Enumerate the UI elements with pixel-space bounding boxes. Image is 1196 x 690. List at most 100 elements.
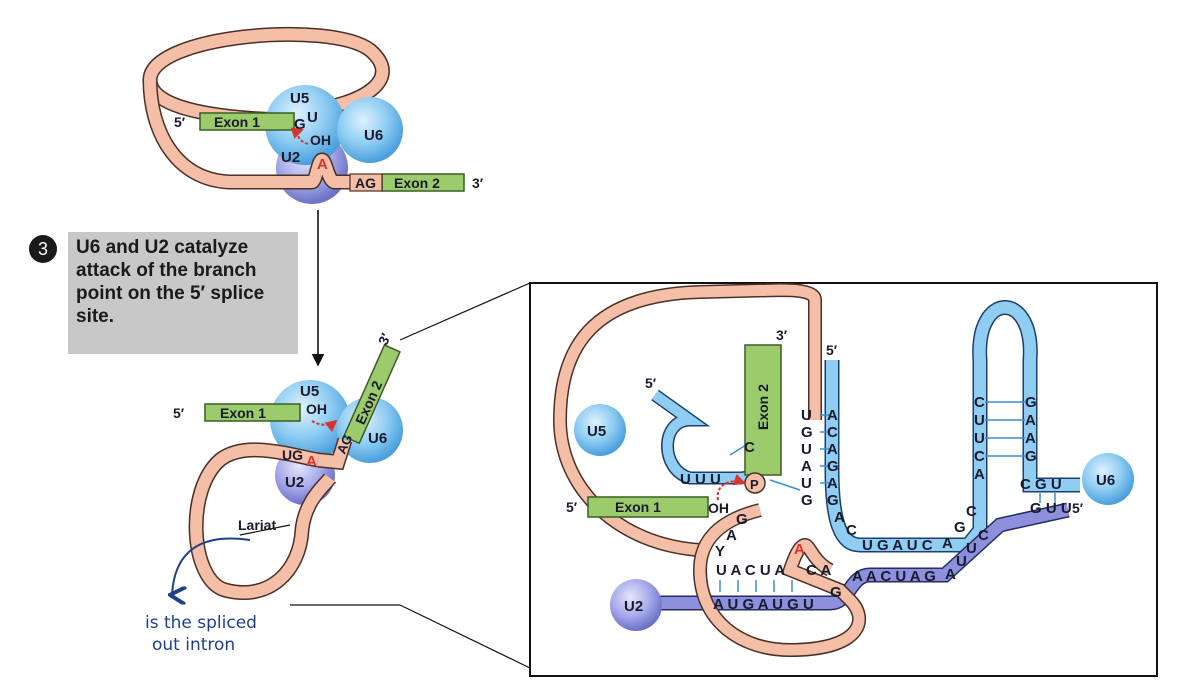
- exon2-mid: [342, 343, 401, 445]
- intron-g: G: [736, 511, 748, 528]
- u6-detail-label: U6: [1096, 472, 1115, 489]
- u6-stem-right-1: A: [1025, 412, 1036, 429]
- u6-col-2: A: [827, 441, 838, 458]
- intron-uacua: U A C U A: [716, 562, 785, 579]
- step-description: U6 and U2 catalyze attack of the branch …: [76, 237, 265, 327]
- detail-panel: P U5 U6 U2 Exon 1 Exon 2 OH 5′ 3′ 5′ 5′ …: [529, 282, 1158, 677]
- u6-mid: U G A U C: [862, 537, 933, 554]
- branch-a: A: [317, 156, 328, 173]
- u2-rise-0: A: [945, 566, 956, 583]
- exon2-label: Exon 2: [394, 175, 440, 191]
- u6-stem-right-3: G: [1025, 448, 1037, 465]
- five-prime-label: 5′: [174, 114, 186, 130]
- intron-col-2: U: [801, 441, 812, 458]
- u6-label: U6: [364, 127, 383, 144]
- u6-stem-left-3: C: [974, 448, 985, 465]
- five-prime-u6-bottom: 5′: [1072, 500, 1084, 516]
- u2-rise-3: C: [978, 527, 989, 544]
- u6-guu: G U U: [1030, 500, 1072, 517]
- u2-aacuag: A A C U A G: [852, 568, 936, 585]
- branch-a-mid: A: [306, 453, 317, 470]
- u6-rise-0: A: [942, 535, 953, 552]
- exon1-mid: [204, 403, 301, 422]
- u5-detail-label: U5: [587, 423, 606, 440]
- intron-y: Y: [715, 543, 725, 560]
- u2-row: A U G A U G U: [713, 596, 814, 613]
- u6-stem-left-4: A: [974, 466, 985, 483]
- oh-label: OH: [310, 132, 331, 148]
- exon1-mid-label: Exon 1: [220, 405, 266, 421]
- five-prime-exon1: 5′: [566, 499, 578, 515]
- u6-col-0: A: [827, 407, 838, 424]
- top-diagram: 5′ Exon 1 Exon 2 3′ U5 U6 U2 G U OH A AG: [142, 26, 484, 204]
- intron-column: U G U A U G: [801, 407, 813, 509]
- u6-stem-left-0: C: [974, 394, 985, 411]
- u2-mid-label: U2: [285, 474, 304, 491]
- three-prime-label: 3′: [472, 175, 484, 191]
- exon1: [199, 112, 295, 131]
- u6-column: A C A G A G A C U G A U C C U U C A G A …: [827, 394, 1072, 554]
- u6-rise-1: G: [954, 519, 966, 536]
- u6-diag-0: A: [834, 509, 845, 526]
- oh-detail-label: OH: [708, 500, 729, 516]
- oh-mid-label: OH: [306, 401, 327, 417]
- u2-ball: [610, 579, 662, 631]
- branch-a-detail: A: [794, 541, 805, 558]
- step-callout: [68, 232, 298, 354]
- u2-rise-2: U: [966, 540, 977, 557]
- u5-loop-uuu: U U U: [680, 471, 721, 488]
- u6-snrnp: [337, 97, 403, 163]
- u6-col-5: G: [827, 492, 839, 509]
- u6-mid-label: U6: [368, 430, 387, 447]
- u6-diag-1: C: [846, 522, 857, 539]
- intron-col-4: U: [801, 475, 812, 492]
- attack-arrow-mid: [311, 419, 338, 433]
- u6-col-3: G: [827, 458, 839, 475]
- intron-col-5: G: [801, 492, 813, 509]
- u5-snrnp: [265, 85, 345, 165]
- u6-rise-2: C: [966, 503, 977, 520]
- u5-loop-c: C: [744, 439, 755, 456]
- u5-snrnp-mid: [270, 380, 350, 460]
- u6-col-4: A: [827, 475, 838, 492]
- exon2-detail-label: Exon 2: [755, 384, 771, 430]
- u5-mid-label: U5: [300, 383, 319, 400]
- intron-col-3: A: [801, 458, 812, 475]
- three-prime-exon2: 3′: [776, 327, 788, 343]
- ug-mid-label: UG: [282, 447, 303, 463]
- five-prime-u5: 5′: [645, 375, 657, 391]
- u2-detail-label: U2: [624, 598, 643, 615]
- ag-label: AG: [355, 175, 376, 191]
- u6-stem-left-1: U: [974, 412, 985, 429]
- branch-pairing: U A C U A A C A A U G A U G U G A A C U …: [713, 527, 989, 613]
- u6-col-1: C: [827, 424, 838, 441]
- five-prime-mid: 5′: [173, 405, 185, 421]
- g-nucleotide: G: [294, 116, 306, 133]
- intron-col-1: G: [801, 424, 813, 441]
- u2-label: U2: [281, 149, 300, 166]
- u6-stem-right-0: G: [1025, 394, 1037, 411]
- exon1-detail: [587, 496, 709, 518]
- step-number: 3: [29, 235, 57, 263]
- u2-rise-1: U: [956, 553, 967, 570]
- base-pair-lines: [719, 401, 1056, 592]
- annotation-arrow: [172, 537, 251, 595]
- u2-g: G: [830, 584, 842, 601]
- u6-stem-right-2: A: [1025, 430, 1036, 447]
- u6-ball: [1082, 453, 1134, 505]
- handwritten-annotation: is the spliced out intron: [145, 537, 257, 655]
- annotation-line2: out intron: [152, 635, 235, 655]
- intron-ca: C A: [806, 562, 831, 579]
- ag-mid-label: AG: [334, 432, 356, 456]
- u-nucleotide: U: [307, 109, 318, 126]
- lariat-label: Lariat: [238, 517, 276, 533]
- annotation-line1: is the spliced: [145, 613, 257, 633]
- intron-col-0: U: [801, 407, 812, 424]
- exon1-label: Exon 1: [214, 114, 260, 130]
- exon2-detail: [744, 344, 782, 476]
- u6-gu: C G U: [1020, 476, 1062, 493]
- exon1-detail-label: Exon 1: [615, 499, 661, 515]
- intron-a: A: [726, 527, 737, 544]
- u5-ball: [574, 404, 626, 456]
